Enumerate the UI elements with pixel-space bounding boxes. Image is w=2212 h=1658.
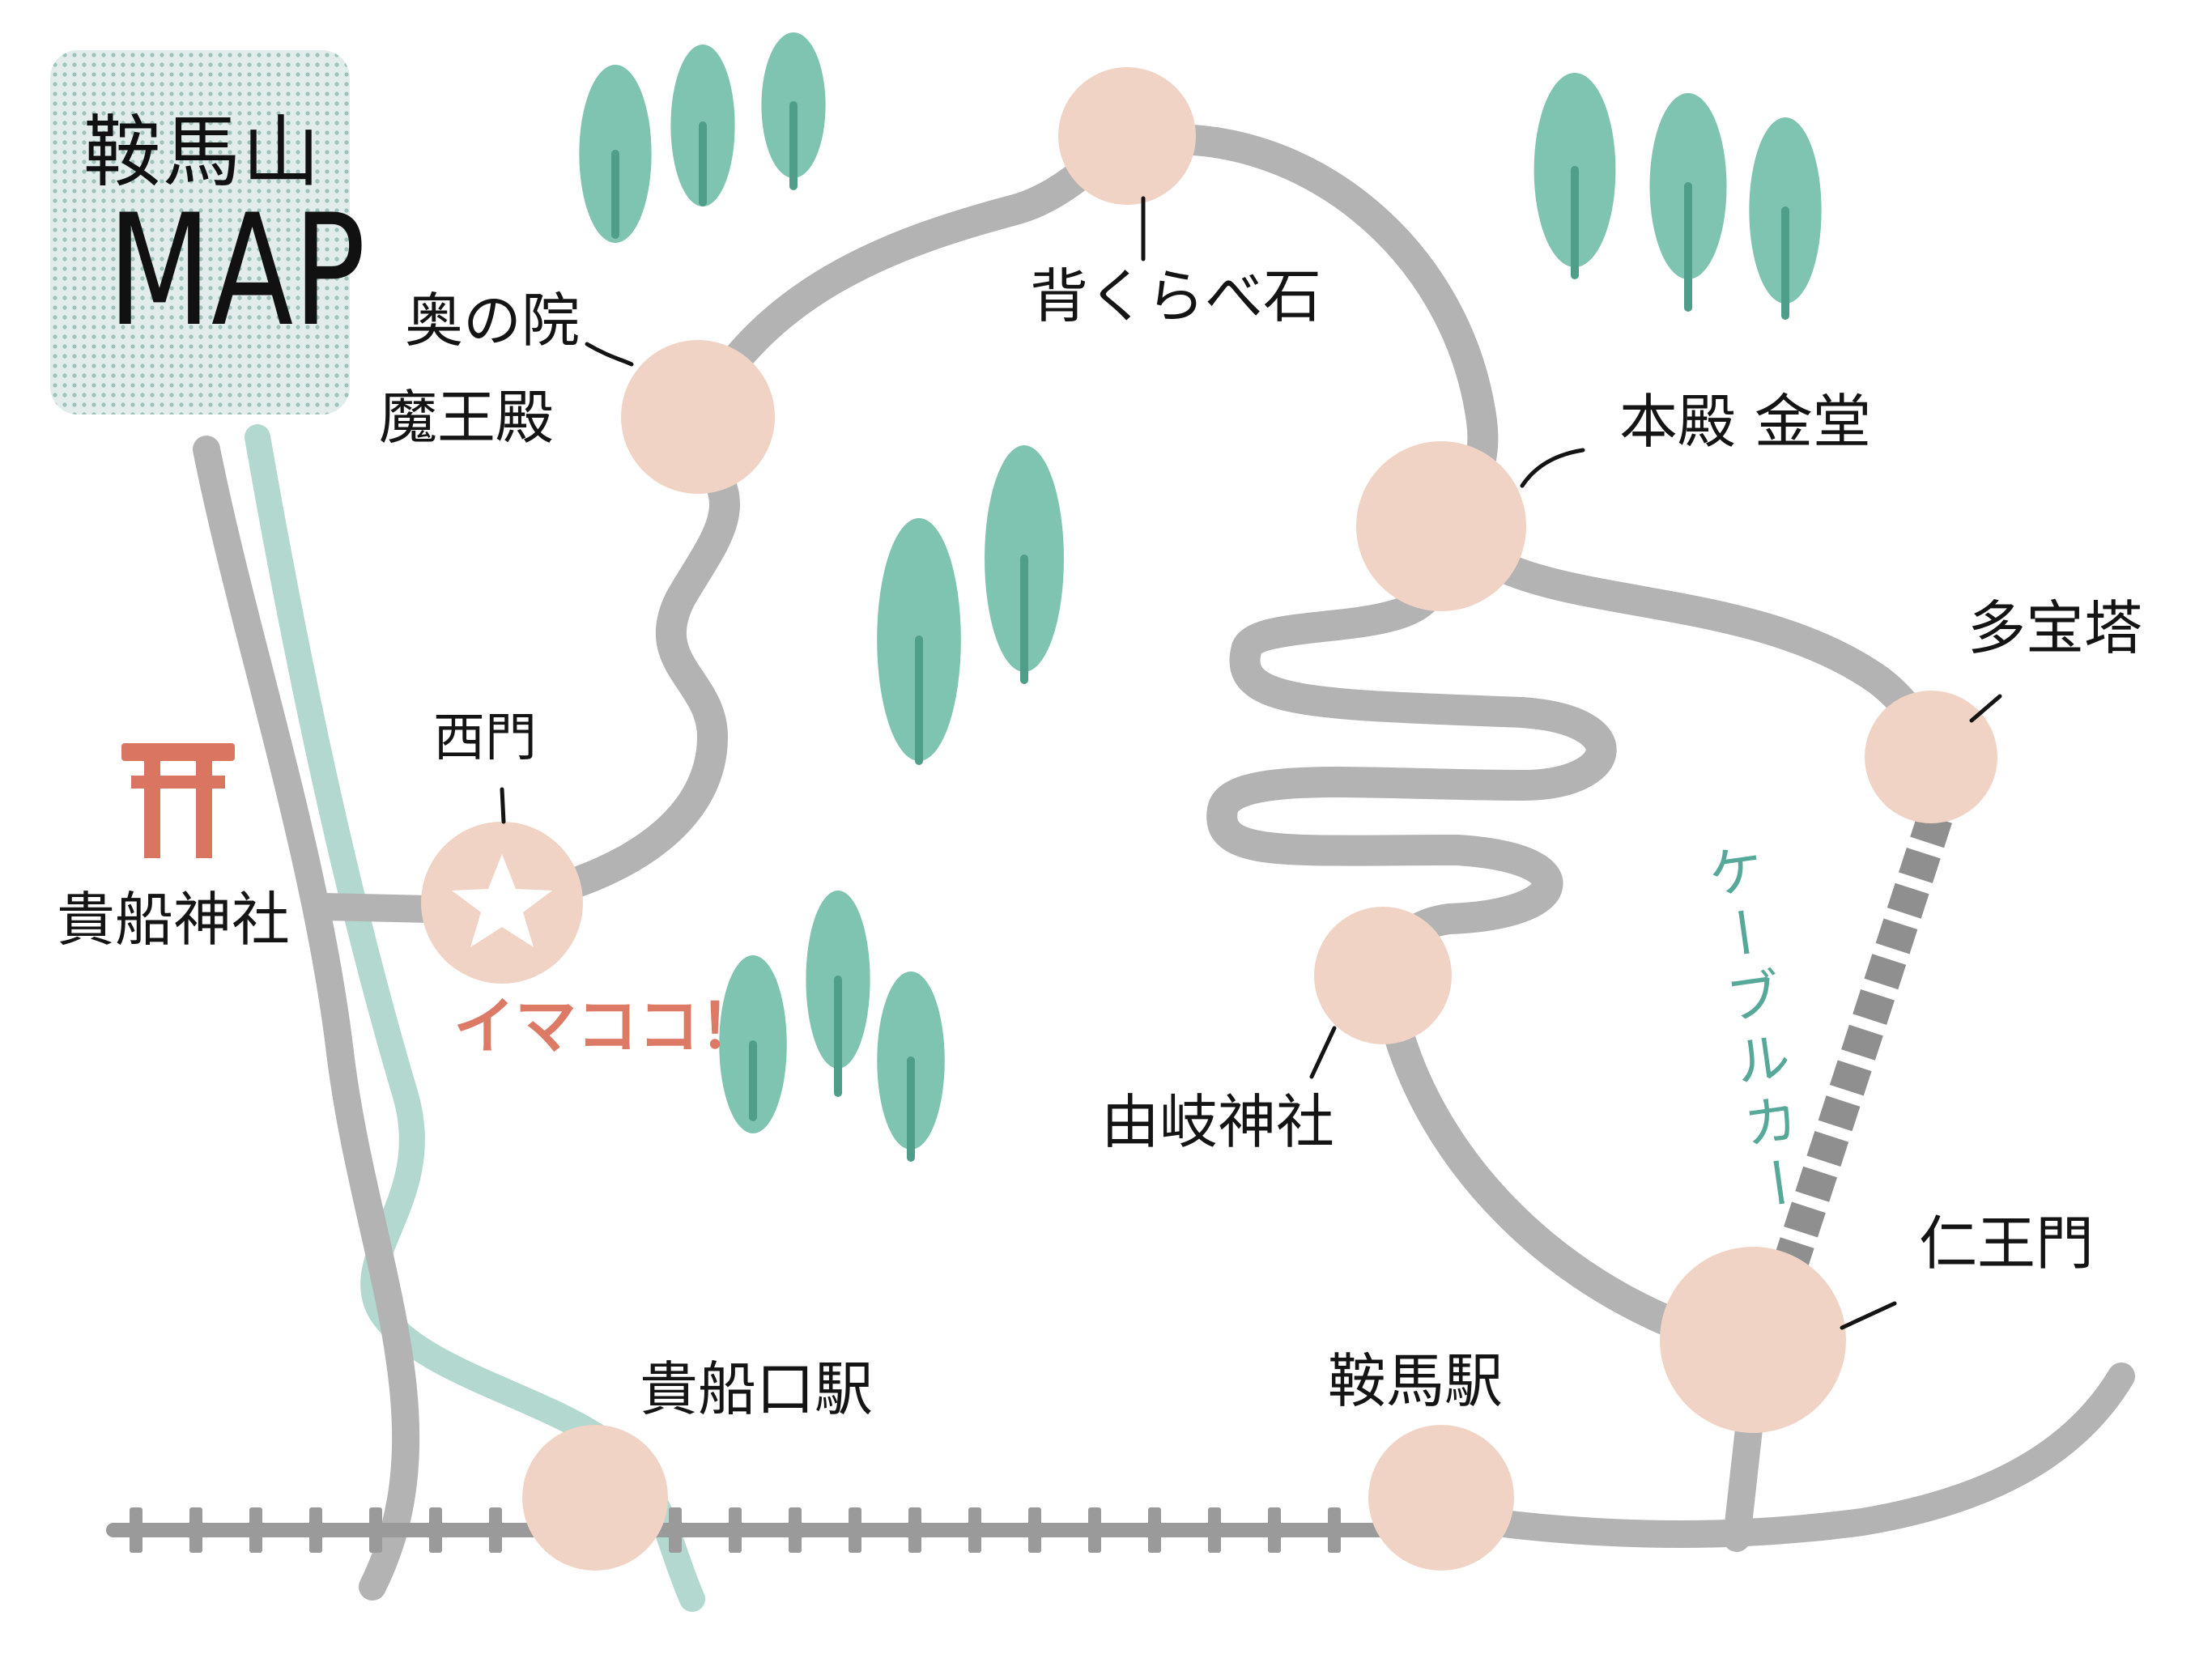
label-nishimon: 西門 [433, 708, 537, 768]
label-honden: 本殿 金堂 [1619, 388, 1871, 456]
road-east [1476, 1363, 2135, 1548]
label-niomon: 仁王門 [1919, 1209, 2095, 1278]
label-seikurabe: 背くらべ石 [1030, 262, 1322, 330]
map-title-box [50, 50, 350, 414]
label-tahoto: 多宝塔 [1967, 594, 2143, 662]
cable-car-line [1772, 812, 1952, 1273]
label-okunoin: 奥の院 [405, 287, 581, 355]
railway-tie [130, 1507, 143, 1553]
railway-tie [489, 1507, 502, 1553]
label-maouden: 魔王殿 [379, 384, 555, 452]
tree-icon [761, 32, 826, 190]
railway-tie [1328, 1507, 1341, 1553]
railway-tie [729, 1507, 742, 1553]
spot-yuki[interactable] [1314, 907, 1452, 1044]
railway-tie [849, 1507, 861, 1553]
tree-icon [1534, 73, 1616, 279]
railway [106, 1507, 1416, 1553]
label-imakoko: イマココ！ [453, 990, 761, 1062]
railway-tie [369, 1507, 382, 1553]
star-icon [452, 854, 552, 947]
trail-nishimon-okunoin [483, 438, 740, 918]
railway-tie [249, 1507, 262, 1553]
railway-tie [789, 1507, 802, 1553]
trail-switchback [1206, 568, 1617, 971]
map-title: 鞍馬山 [83, 107, 321, 198]
trees [579, 32, 1822, 1162]
label-yuki-jinja: 由岐神社 [1101, 1088, 1335, 1156]
tree-icon [670, 45, 735, 206]
railway-tie [309, 1507, 322, 1553]
label-kifune-jinja: 貴船神社 [57, 886, 291, 954]
tree-icon [719, 955, 787, 1133]
spot-niomon[interactable] [1660, 1247, 1846, 1433]
tree-icon [1649, 93, 1727, 312]
tree-icon [985, 445, 1064, 684]
tree-icon [806, 891, 870, 1097]
railway-tie [429, 1507, 442, 1553]
railway-tie [189, 1507, 202, 1553]
spot-kurama-eki[interactable] [1368, 1425, 1514, 1571]
spot-seikurabe[interactable] [1058, 67, 1196, 205]
spot-honden[interactable] [1356, 441, 1526, 611]
railway-tie [908, 1507, 921, 1553]
railway-tie [1148, 1507, 1161, 1553]
torii-gate-icon [121, 743, 235, 858]
spot-kibuneguchi[interactable] [522, 1425, 668, 1571]
label-kurama-station: 鞍馬駅 [1328, 1347, 1504, 1415]
railway-tie [1268, 1507, 1281, 1553]
railway-tie [1088, 1507, 1101, 1553]
tree-icon [579, 65, 652, 243]
railway-tie [1028, 1507, 1041, 1553]
map-title-map: MAP [108, 181, 366, 360]
railway-tie [669, 1507, 682, 1553]
label-kibuneguchi-station: 貴船口駅 [640, 1355, 874, 1423]
road-west [193, 436, 420, 1601]
tree-icon [877, 971, 945, 1162]
spot-tahoto[interactable] [1865, 691, 1997, 823]
railway-tie [1208, 1507, 1221, 1553]
spots [421, 67, 1997, 1571]
tree-icon [1749, 117, 1822, 320]
railway-tie [968, 1507, 981, 1553]
spot-okunoin[interactable] [621, 340, 775, 494]
tree-icon [877, 518, 961, 765]
leader-lines [500, 196, 2002, 1330]
